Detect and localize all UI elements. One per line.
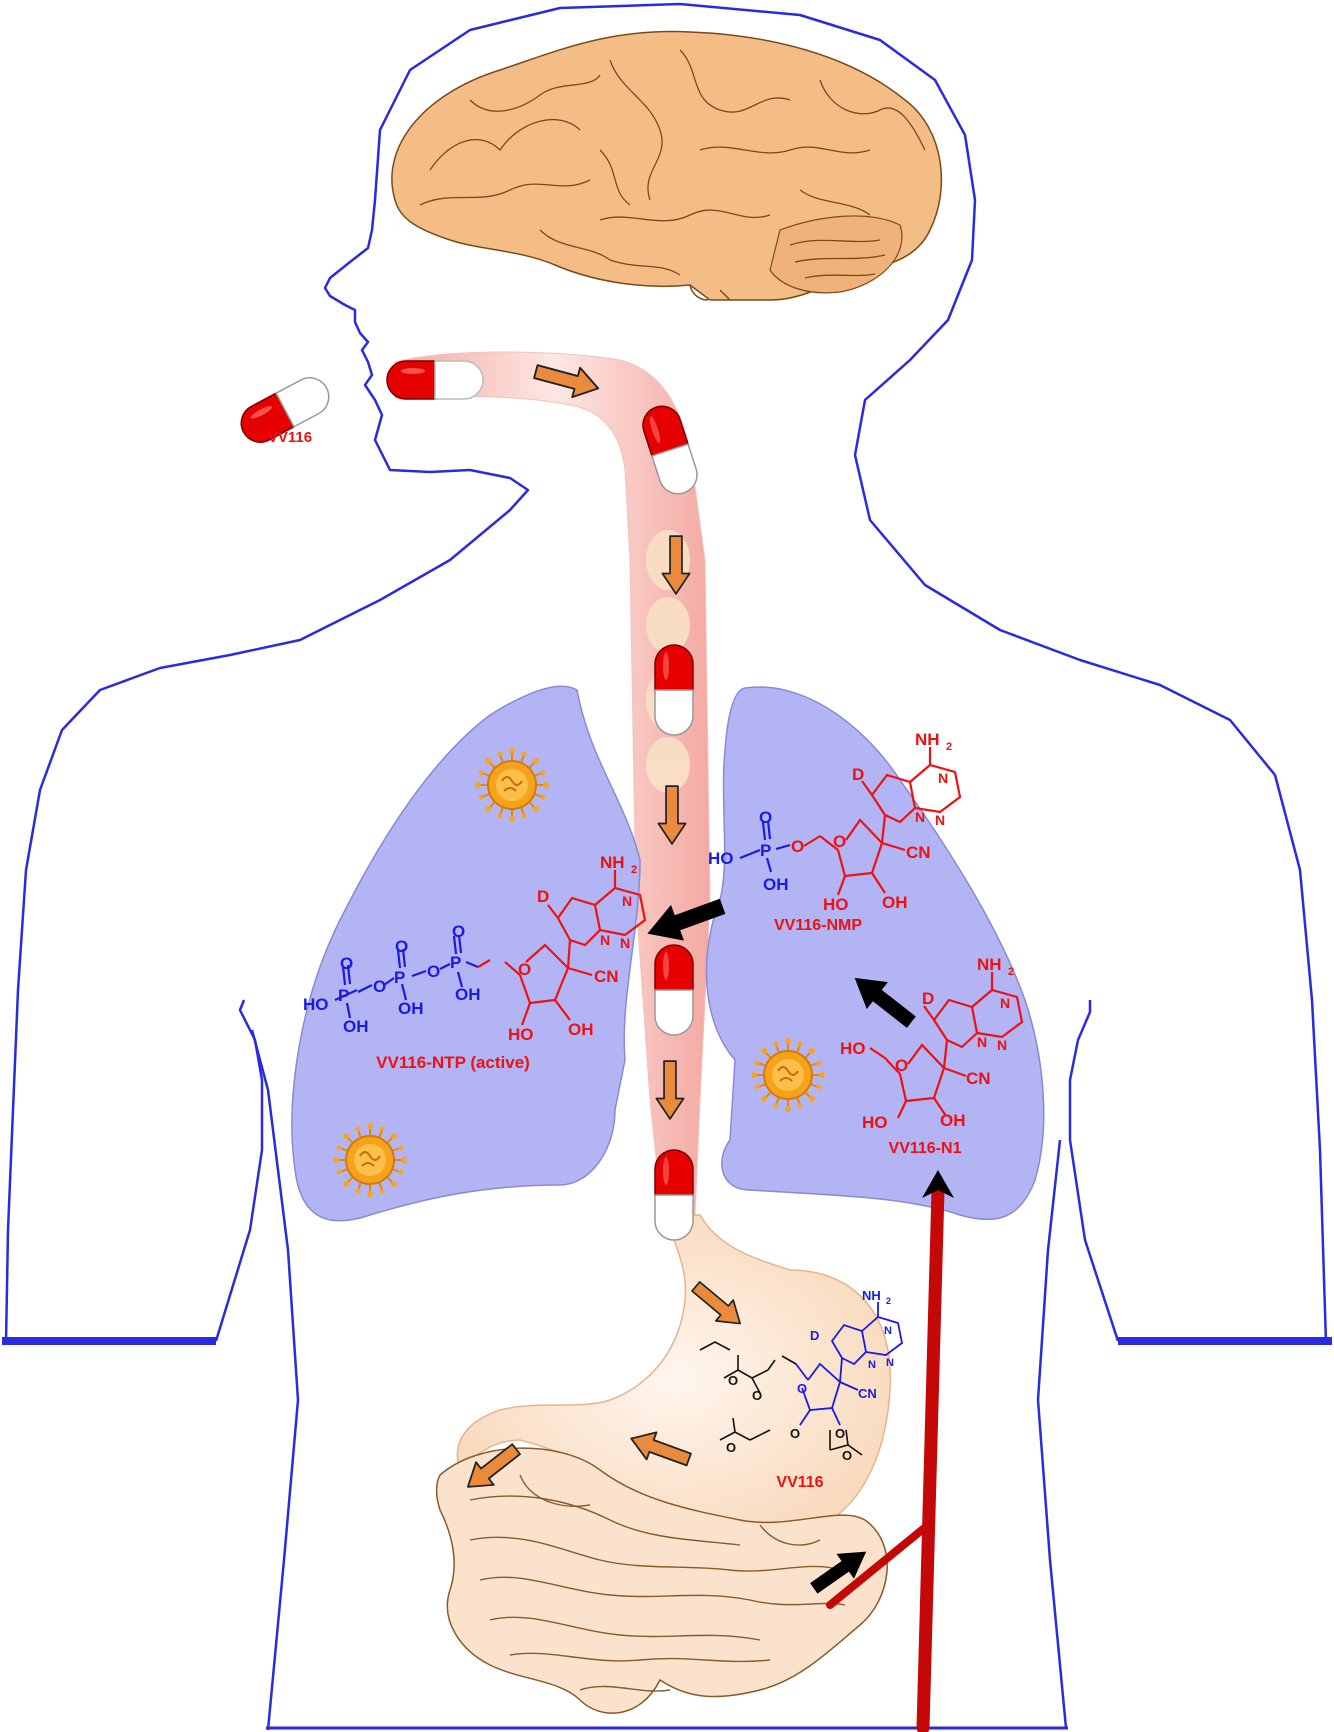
chem-n1-ntp: N (622, 893, 632, 909)
chem-n2-vv116: N (868, 1359, 876, 1371)
chem-oh-ntp: OH (568, 1020, 594, 1039)
chem-o-vv116-6: O (726, 1440, 736, 1455)
chem-o-vv116-7: O (842, 1448, 852, 1463)
chem-p-1: P (338, 986, 349, 1005)
chem-o-5: O (452, 922, 465, 941)
label-vv116-nmp: VV116-NMP (774, 917, 862, 934)
chem-cn-ntp: CN (594, 967, 619, 986)
chem-n2-nmp: N (915, 809, 925, 825)
left-lung (291, 685, 641, 1222)
chem-sub-ntp: 2 (631, 864, 637, 876)
chem-ho-nmp-2: HO (823, 895, 849, 914)
chem-o-vv116-2: O (752, 1388, 762, 1403)
chem-o-nmp-link: O (791, 837, 804, 856)
right-torso (1036, 1139, 1068, 1729)
left-torso (250, 1029, 300, 1731)
capsule-mouth (386, 360, 484, 400)
capsule-esophagus-2 (654, 644, 694, 736)
capsule-icon (240, 377, 330, 443)
structure-vv116: O O O CN O O O O D NH 2 N N N (699, 1288, 903, 1463)
chem-cn-vv116: CN (858, 1386, 877, 1401)
structure-vv116-n1: HO O CN HO OH D NH 2 N N N (840, 955, 1024, 1132)
chem-d-vv116: D (810, 1328, 819, 1343)
label-vv116-ntp: VV116-NTP (active) (376, 1053, 530, 1072)
chem-d-n1: D (922, 989, 934, 1008)
chem-o-4: O (427, 962, 440, 981)
chem-d-ntp: D (537, 887, 549, 906)
chem-o-vv116-1: O (728, 1373, 738, 1388)
chem-sub-n1: 2 (1008, 966, 1014, 978)
chem-n1-vv116: N (884, 1325, 892, 1337)
chem-o-vv116-4: O (790, 1426, 800, 1441)
virus-icon (474, 747, 550, 823)
chem-o-nmp: O (759, 808, 772, 827)
chem-o-n1-ring: O (895, 1056, 908, 1075)
chem-nh2-nmp: NH (915, 730, 940, 749)
intestine-icon (435, 1447, 888, 1714)
chem-n1-n1: N (1000, 995, 1010, 1011)
chem-ho-n1-2: HO (862, 1113, 888, 1132)
chem-ho-ntp: HO (508, 1025, 534, 1044)
chem-o-ring: O (518, 960, 531, 979)
chem-p-3: P (450, 953, 461, 972)
chem-ho-n1: HO (840, 1039, 866, 1058)
chem-nh2-ntp: NH (600, 853, 625, 872)
blood-vessel-icon (826, 1170, 954, 1732)
chem-n2-ntp: N (600, 932, 610, 948)
label-vv116-stomach: VV116 (776, 1474, 823, 1491)
virus-icon-2 (332, 1122, 408, 1198)
chem-oh-2: OH (398, 999, 424, 1018)
brain-icon (391, 30, 943, 301)
chem-o-3: O (395, 937, 408, 956)
capsule-esophagus-4 (654, 1149, 694, 1241)
chem-oh-1: OH (343, 1017, 369, 1036)
chem-oh-nmp: OH (763, 875, 789, 894)
chem-o-vv116-3: O (797, 1381, 807, 1396)
chem-ho-nmp: HO (708, 849, 734, 868)
chem-p-2: P (394, 968, 405, 987)
structure-vv116-ntp: HO P O OH O P O OH O P O OH O CN (303, 853, 647, 1044)
chem-n3-n1: N (997, 1037, 1007, 1053)
chem-sub-vv116: 2 (886, 1296, 891, 1306)
chem-n3-ntp: N (620, 935, 630, 951)
chem-sub-nmp: 2 (946, 741, 952, 753)
chem-p-nmp: P (760, 841, 771, 860)
chem-n1-nmp: N (938, 770, 948, 786)
structure-vv116-nmp: HO P O OH O O CN HO OH D NH 2 N (708, 730, 962, 914)
capsule-esophagus-3 (654, 944, 694, 1036)
chem-nh2-n1: NH (977, 955, 1002, 974)
chem-o-2: O (373, 977, 386, 996)
chem-oh-n1: OH (940, 1111, 966, 1130)
left-inner-arm (214, 999, 264, 1342)
label-vv116-n1: VV116-N1 (889, 1140, 962, 1157)
chem-o-vv116-5: O (835, 1426, 845, 1441)
chem-o-nmp-ring: O (833, 832, 846, 851)
esophagus (394, 351, 711, 1216)
chem-oh-nmp-2: OH (882, 893, 908, 912)
right-inner-arm (1068, 1000, 1120, 1342)
virus-icon-3 (750, 1037, 826, 1113)
chem-n3-nmp: N (935, 812, 945, 828)
chem-cn-nmp: CN (906, 843, 931, 862)
chem-nh2-vv116: NH (862, 1288, 881, 1303)
chem-ho: HO (303, 995, 329, 1014)
chem-oh-3: OH (455, 985, 481, 1004)
chem-d-nmp: D (852, 765, 864, 784)
chem-n3-vv116: N (886, 1357, 894, 1369)
chem-n2-n1: N (977, 1034, 987, 1050)
right-lung (705, 686, 1045, 1221)
label-vv116-pill: VV116 (268, 429, 312, 446)
chem-cn-n1: CN (966, 1069, 991, 1088)
body-outline (4, 2, 1328, 1344)
chem-o-1: O (340, 954, 353, 973)
